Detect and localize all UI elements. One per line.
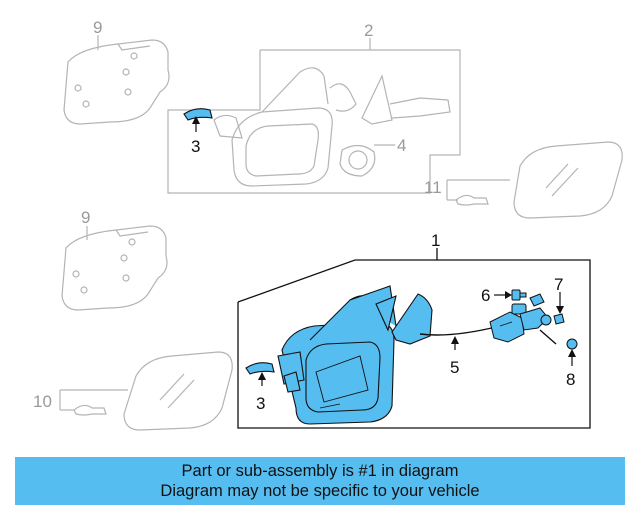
callout-3-top: 3	[191, 137, 200, 156]
bracket-part-3-top	[183, 108, 213, 121]
grommet-part-8	[566, 338, 578, 350]
mirror-cover-part-9-bottom	[61, 225, 168, 311]
bolt-part-6	[511, 289, 527, 301]
callout-7: 7	[554, 275, 563, 294]
parts-diagram: 9 2 4 3 11 9	[33, 18, 623, 431]
callout-1: 1	[431, 231, 440, 250]
mirror-cover-part-9-top	[63, 39, 170, 125]
bracket-part-3-bottom	[245, 362, 275, 375]
callout-3-bottom: 3	[256, 394, 265, 413]
assembly-box-part-1	[237, 259, 591, 429]
callout-9-top: 9	[93, 18, 102, 37]
callout-11: 11	[424, 178, 442, 197]
callout-2: 2	[364, 21, 373, 40]
banner-line-1: Part or sub-assembly is #1 in diagram	[181, 462, 459, 480]
callout-9-bottom: 9	[81, 208, 90, 227]
actuator-motor	[489, 293, 557, 345]
mirror-housing-ghost	[213, 67, 451, 187]
mirror-housing-highlight	[277, 285, 433, 425]
mirror-glass-part-10	[73, 351, 233, 431]
banner-line-2: Diagram may not be specific to your vehi…	[160, 482, 480, 500]
mirror-glass-part-11	[455, 141, 623, 219]
mirror-assembly-part-2-box	[167, 49, 461, 194]
callout-5: 5	[450, 358, 459, 377]
callout-6: 6	[481, 286, 490, 305]
callout-10: 10	[33, 392, 52, 411]
callout-4: 4	[397, 136, 406, 155]
info-banner: Part or sub-assembly is #1 in diagram Di…	[15, 457, 625, 505]
clip-part-7	[553, 313, 565, 325]
callout-8: 8	[566, 370, 575, 389]
